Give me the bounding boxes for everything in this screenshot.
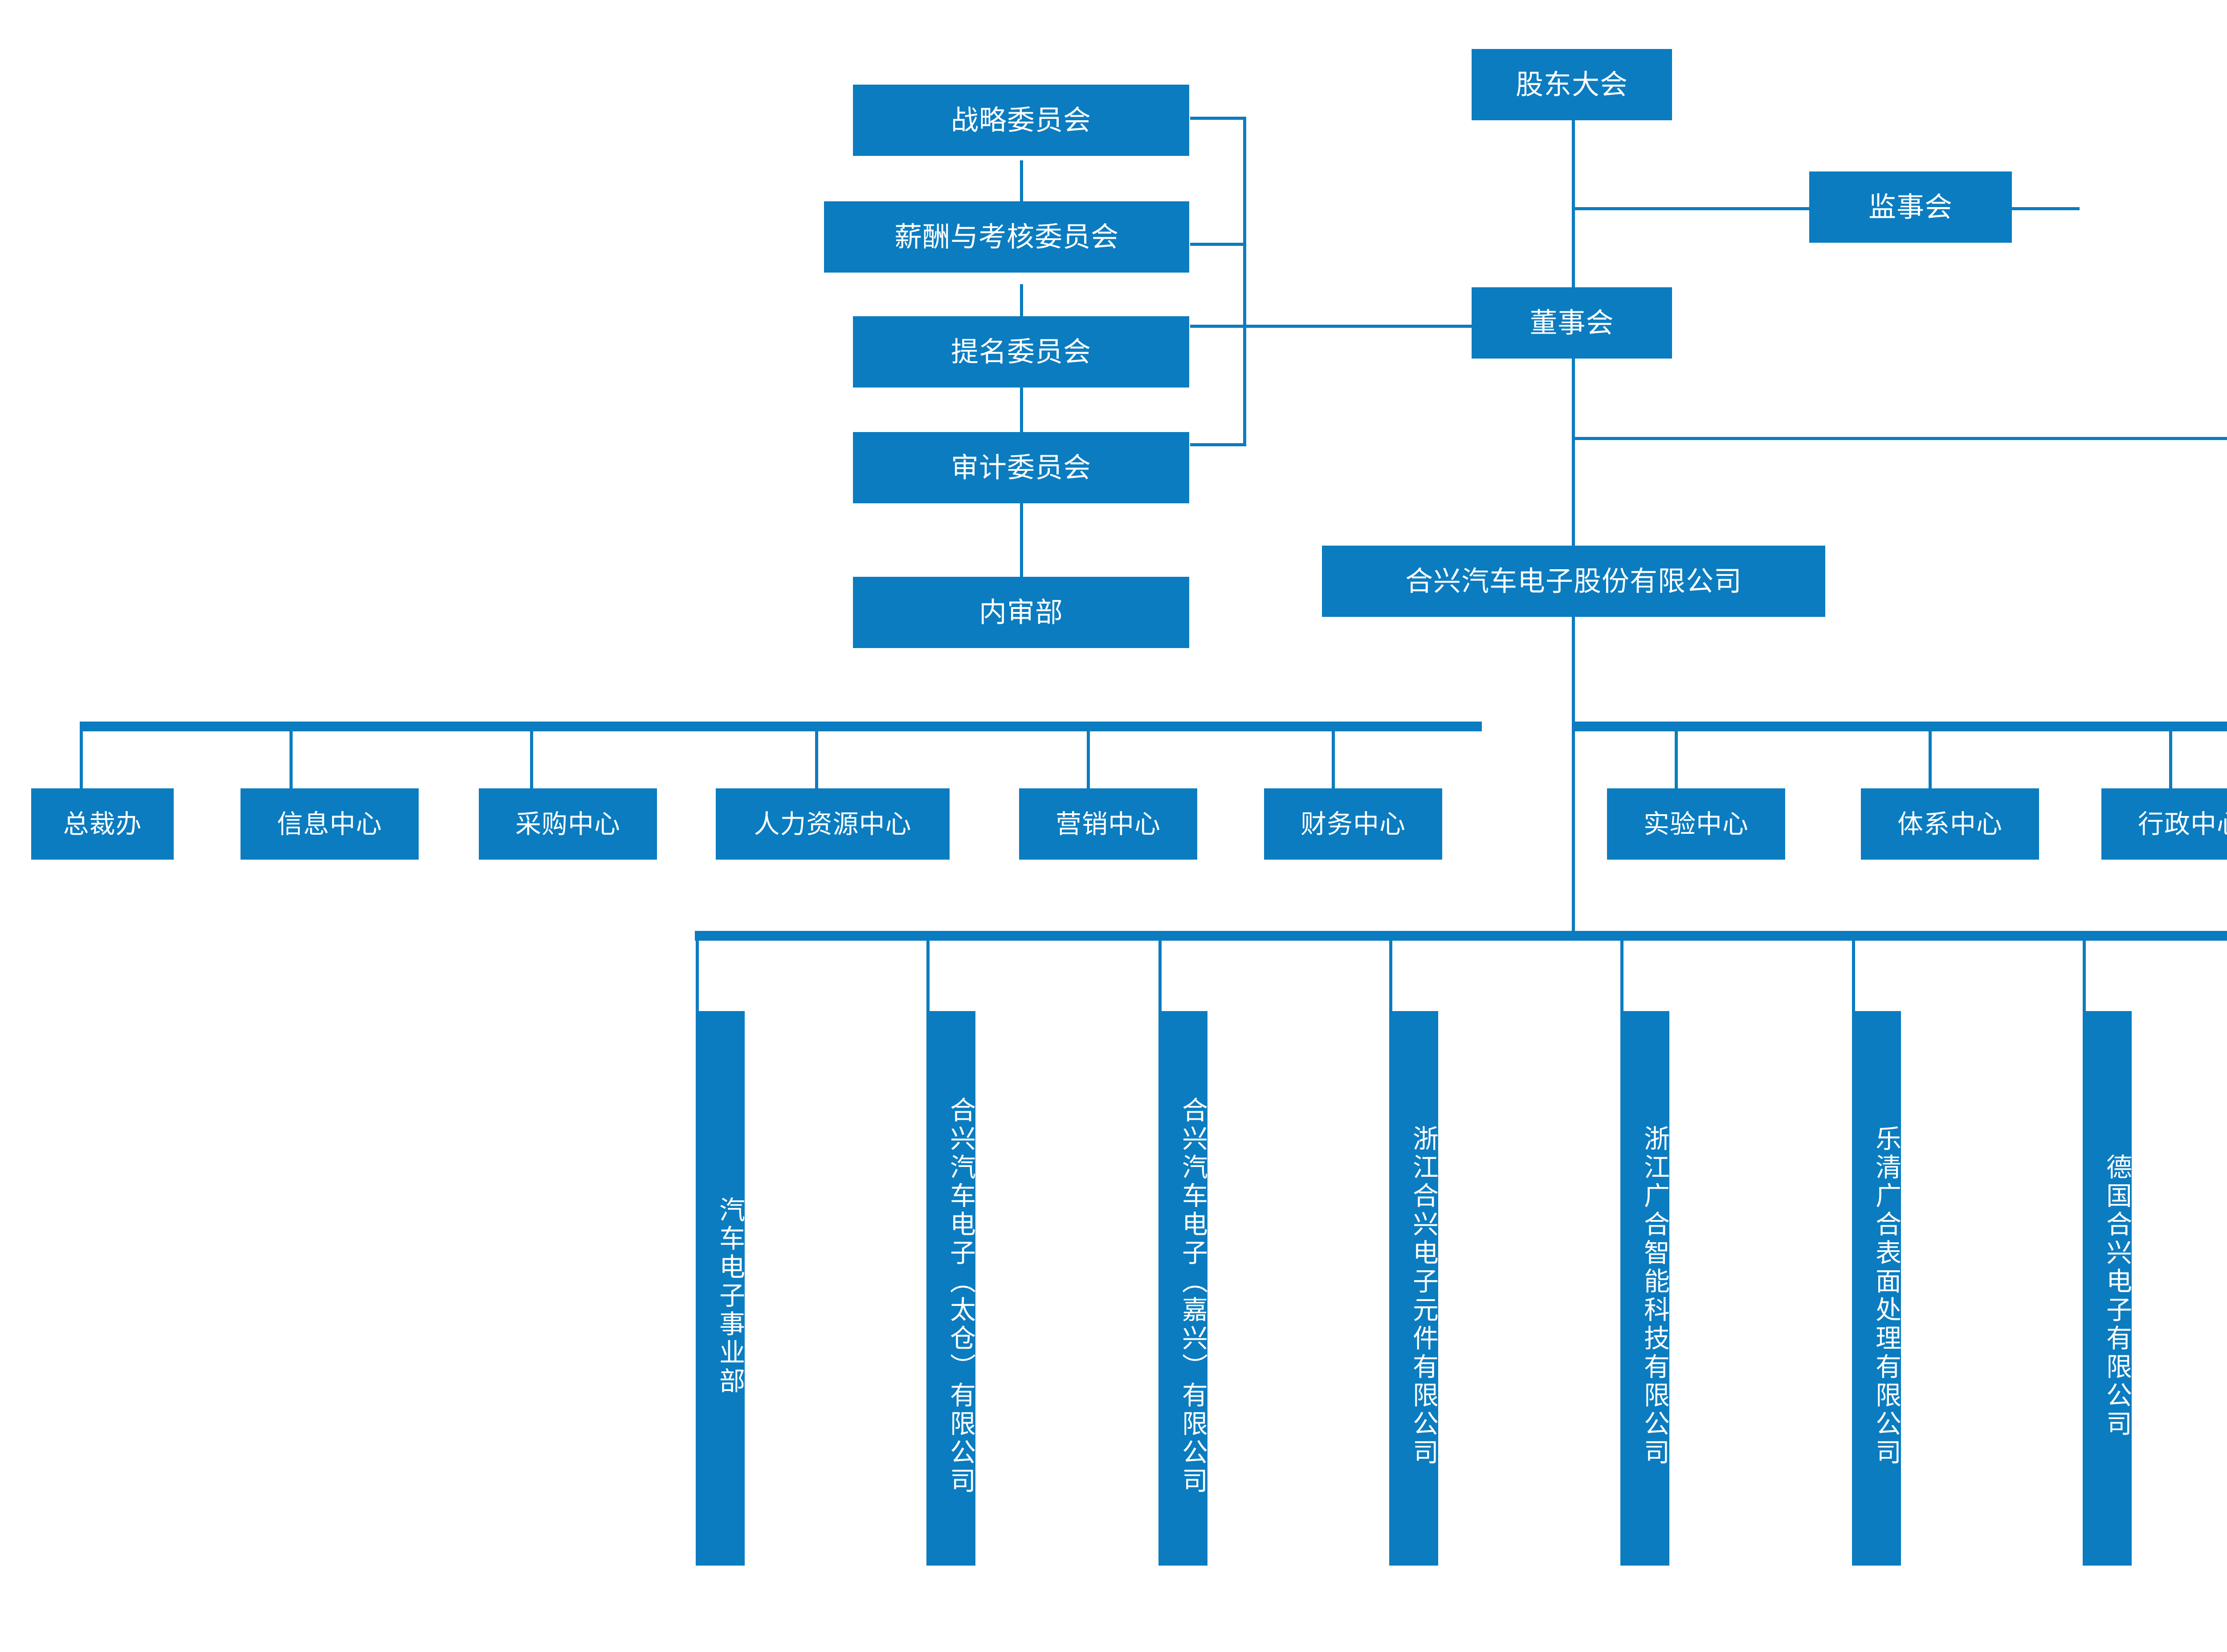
connector-dept-drop-1 [80,722,83,789]
connector-committee-link-2-3 [1020,284,1023,329]
connector-dept-drop-6 [1332,722,1335,789]
connector-company-to-subsidiaries [1572,612,1575,933]
node-subsidiary-zhejiang-guanghe-intelligent[interactable]: 浙江广合智能科技有限公司 [1620,1011,1670,1566]
connector-committee-stub-4 [1190,443,1246,446]
connector-dept-drop-7 [1675,722,1678,789]
node-committee-strategy[interactable]: 战略委员会 [853,85,1189,156]
connector-committee-spine [1243,117,1246,445]
connector-committee-stub-2 [1190,243,1246,246]
connector-dept-drop-8 [1929,722,1932,789]
connector-audit-to-internal-audit [1020,503,1023,579]
node-committee-nomination[interactable]: 提名委员会 [853,316,1189,388]
node-department-information-center[interactable]: 信息中心 [241,788,419,860]
node-department-marketing-center[interactable]: 营销中心 [1019,788,1197,860]
connector-dept-drop-3 [530,722,533,789]
node-subsidiary-yueqing-guanghe-surface[interactable]: 乐清广合表面处理有限公司 [1852,1011,1901,1566]
node-subsidiary-germany-hexing[interactable]: 德国合兴电子有限公司 [2083,1011,2132,1566]
connector-department-bus-right [1572,722,2227,731]
connector-subsidiary-bus [695,931,2227,941]
connector-dept-drop-4 [815,722,818,789]
connector-board-to-company [1572,356,1575,570]
node-committee-remuneration-assessment[interactable]: 薪酬与考核委员会 [824,201,1189,273]
node-subsidiary-hexing-taicang[interactable]: 合兴汽车电子（太仓）有限公司 [926,1011,976,1566]
node-supervisory-board[interactable]: 监事会 [1809,171,2012,243]
node-department-hr-center[interactable]: 人力资源中心 [716,788,950,860]
node-subsidiary-automotive-electronics-division[interactable]: 汽车电子事业部 [696,1011,745,1566]
node-subsidiary-zhejiang-hexing-components[interactable]: 浙江合兴电子元件有限公司 [1389,1011,1439,1566]
node-department-administration-center[interactable]: 行政中心 [2101,788,2227,860]
connector-dept-drop-2 [290,722,293,789]
node-department-finance-center[interactable]: 财务中心 [1264,788,1442,860]
connector-committees-to-board [1243,325,1473,328]
connector-dept-drop-9 [2169,722,2172,789]
node-department-system-center[interactable]: 体系中心 [1861,788,2039,860]
node-company[interactable]: 合兴汽车电子股份有限公司 [1322,546,1825,617]
node-internal-audit-department[interactable]: 内审部 [853,577,1189,648]
connector-committee-link-3-4 [1020,387,1023,445]
connector-board-to-board-office-horizontal [1572,437,2227,440]
node-shareholders-meeting[interactable]: 股东大会 [1472,49,1672,120]
connector-department-bus [80,722,1482,731]
connector-committee-stub-3 [1190,325,1246,328]
connector-committee-stub-1 [1190,117,1246,120]
node-department-procurement-center[interactable]: 采购中心 [479,788,657,860]
node-department-president-office[interactable]: 总裁办 [31,788,174,860]
node-department-laboratory-center[interactable]: 实验中心 [1607,788,1785,860]
connector-shareholders-to-board [1572,69,1575,341]
node-board-of-directors[interactable]: 董事会 [1472,287,1672,359]
node-committee-audit[interactable]: 审计委员会 [853,432,1189,503]
connector-dept-drop-5 [1087,722,1090,789]
node-subsidiary-hexing-jiaxing[interactable]: 合兴汽车电子（嘉兴）有限公司 [1158,1011,1208,1566]
